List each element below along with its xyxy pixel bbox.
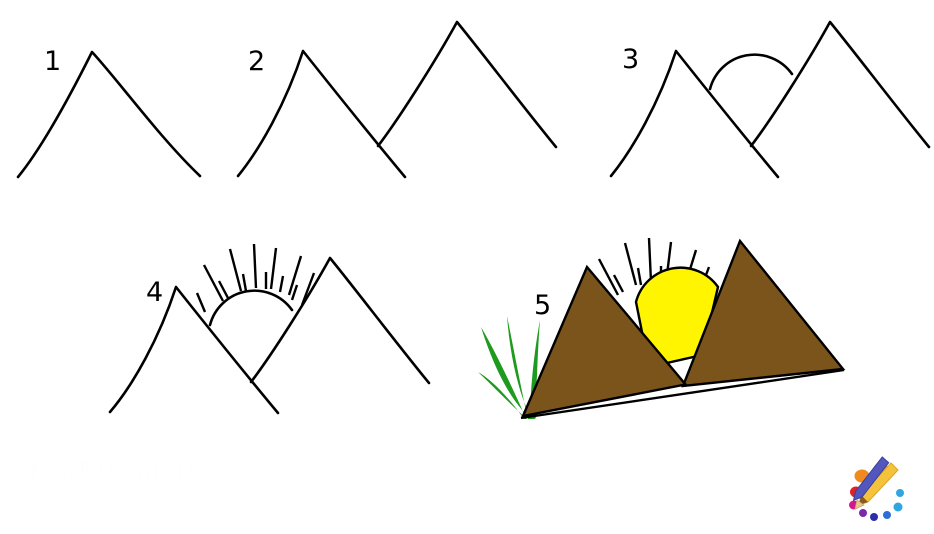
sun-ray	[202, 264, 225, 302]
step-5-number: 5	[534, 290, 551, 321]
sun-ray	[252, 243, 258, 289]
sun-ray	[636, 267, 643, 286]
step-5-left-mountain	[521, 264, 689, 418]
sun-ray	[228, 248, 243, 292]
watermark-text: HowToDrawForKids	[30, 459, 229, 483]
step-1-number: 1	[44, 46, 61, 77]
sun-ray	[290, 284, 299, 301]
step-4-number: 4	[146, 277, 163, 308]
step-3-left-mountain-outline	[609, 49, 780, 179]
sun-ray	[300, 272, 316, 306]
step-5-group: 5	[478, 237, 846, 420]
art-palette-logo[interactable]	[849, 454, 904, 521]
sun-ray	[269, 247, 278, 290]
sun-ray	[287, 255, 303, 296]
sun-ray	[647, 237, 653, 283]
step-5-ground-line	[520, 368, 845, 420]
step-5-right-mountain	[681, 238, 846, 388]
step-4-group: 4	[108, 243, 431, 415]
step-4-sun-rays	[195, 243, 316, 313]
sun-ray	[241, 273, 248, 292]
step-1-group: 1	[16, 46, 202, 179]
palette-dot	[883, 511, 891, 519]
step-3-number: 3	[622, 44, 639, 75]
sun-ray	[612, 274, 625, 293]
grass-blade	[478, 372, 527, 419]
step-2-left-mountain-outline	[236, 49, 407, 179]
pencil-and-brush-icon	[852, 456, 899, 510]
sun-ray	[623, 242, 638, 286]
step-3-group: 3	[609, 20, 931, 179]
palette-dot	[893, 502, 903, 512]
step-1-mountain-outline	[16, 50, 202, 179]
step-2-right-mountain-outline	[376, 20, 558, 149]
sun-ray	[597, 258, 620, 296]
step-2-number: 2	[248, 46, 265, 77]
palette-dot	[870, 513, 878, 521]
palette-dot	[859, 509, 867, 517]
step-2-group: 2	[236, 20, 558, 179]
palette-dot	[896, 489, 904, 497]
step-3-right-mountain-outline	[749, 20, 931, 149]
grass-blade	[481, 327, 530, 418]
step-4-sun-arc	[208, 289, 294, 327]
step-5-sun-shape	[634, 266, 720, 369]
step-3-sun-arc	[708, 53, 794, 91]
sun-ray	[195, 292, 207, 313]
sun-ray	[278, 275, 285, 293]
step-4-left-mountain-outline	[108, 285, 280, 415]
sun-ray	[217, 280, 230, 299]
step-4-right-mountain-outline	[249, 256, 431, 385]
